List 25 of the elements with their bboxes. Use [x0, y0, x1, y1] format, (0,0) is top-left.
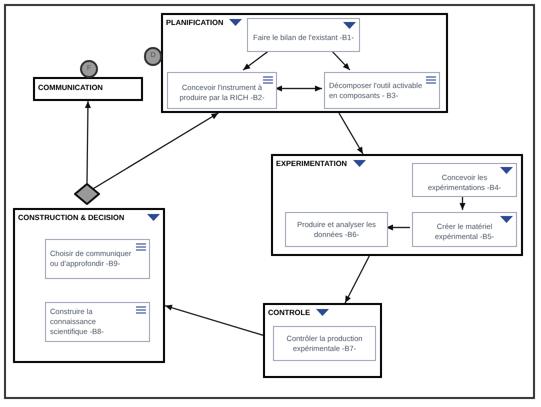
task-box: [167, 72, 277, 109]
arrow: [93, 112, 219, 190]
task-box: [324, 72, 440, 109]
arrow: [338, 112, 364, 154]
task-box: [45, 239, 150, 279]
group-panel: [161, 13, 448, 113]
task-box: [285, 212, 388, 247]
task-box: [247, 18, 360, 52]
arrow: [242, 50, 270, 70]
section-box: [33, 77, 143, 101]
arrow: [344, 256, 370, 304]
task-box: [45, 302, 150, 342]
arrow: [275, 86, 322, 92]
arrow: [164, 304, 264, 336]
arrow: [84, 101, 91, 183]
arrow: [460, 195, 466, 210]
arrow: [386, 224, 410, 230]
group-panel: [13, 208, 165, 363]
group-panel: [271, 154, 523, 256]
arrow: [330, 50, 350, 70]
task-box: [412, 212, 517, 247]
task-box: [273, 326, 376, 361]
group-panel: [263, 303, 382, 378]
decision-diamond: [74, 183, 100, 205]
task-box: [412, 163, 517, 197]
